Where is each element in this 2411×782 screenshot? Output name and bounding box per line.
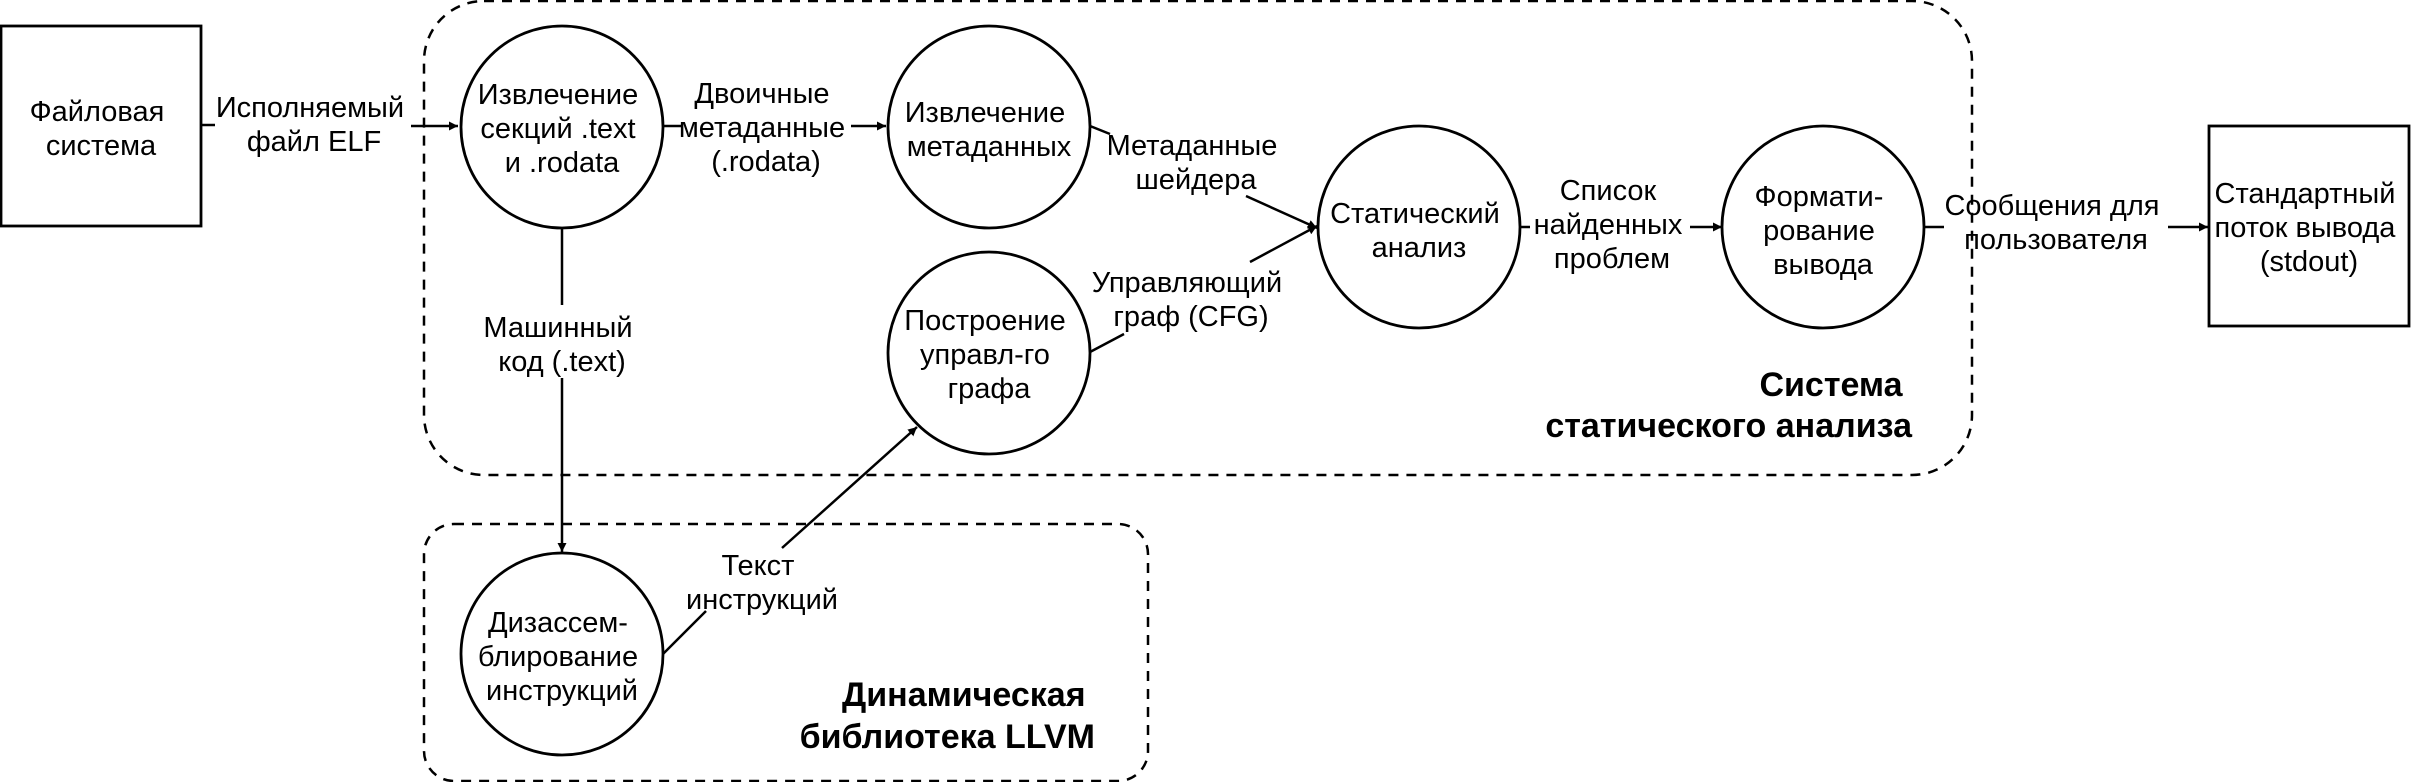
- edge-label-elf: Исполняемый файл ELF: [216, 92, 412, 158]
- edge-shader-metadata: Метаданные шейдера: [1089, 124, 1318, 230]
- edge-user-messages: Сообщения для пользователя: [1924, 190, 2208, 256]
- edge-label-problem-list: Список найденных проблем: [1534, 175, 1691, 275]
- node-label-extract-sections: Извлечение секций .text и .rodata: [478, 79, 647, 179]
- edge-cfg: Управляющий граф (CFG): [1089, 224, 1318, 354]
- edge-label-user-messages: Сообщения для пользователя: [1944, 190, 2167, 256]
- edge-instruction-text: Текст инструкций: [662, 426, 918, 655]
- node-file-system: Файловая система: [0, 24, 203, 228]
- edge-binary-metadata: Двоичные метаданные (.rodata): [663, 78, 886, 178]
- node-static-analysis: Статический анализ: [1316, 124, 1522, 330]
- edge-label-machine-code: Машинный код (.text): [483, 312, 640, 378]
- edge-problem-list: Список найденных проблем: [1520, 175, 1722, 275]
- edge-label-binary-metadata: Двоичные метаданные (.rodata): [679, 78, 853, 178]
- node-label-file-system: Файловая система: [30, 96, 173, 162]
- llvm-library-title: Динамическая библиотека LLVM: [800, 676, 1095, 756]
- node-cfg-build: Построение управл-го графа: [886, 250, 1092, 456]
- node-label-extract-metadata: Извлечение метаданных: [905, 97, 1074, 163]
- edge-label-shader-metadata: Метаданные шейдера: [1107, 130, 1286, 196]
- node-label-static-analysis: Статический анализ: [1330, 198, 1508, 264]
- node-extract-sections: Извлечение секций .text и .rodata: [459, 24, 665, 230]
- node-label-output-formatting: Формати- рование вывода: [1755, 181, 1892, 281]
- edge-machine-code: Машинный код (.text): [483, 228, 640, 552]
- node-label-disassembly: Дизассем- блирование инструкций: [478, 607, 646, 707]
- node-output-formatting: Формати- рование вывода: [1720, 124, 1926, 330]
- node-disassembly: Дизассем- блирование инструкций: [459, 551, 665, 757]
- node-stdout: Стандартный поток вывода (stdout): [2207, 124, 2411, 328]
- node-label-stdout: Стандартный поток вывода (stdout): [2215, 178, 2404, 278]
- node-label-cfg-build: Построение управл-го графа: [904, 305, 1074, 405]
- edge-label-instruction-text: Текст инструкций: [686, 550, 838, 616]
- edge-label-cfg: Управляющий граф (CFG): [1092, 267, 1291, 333]
- node-extract-metadata: Извлечение метаданных: [886, 24, 1092, 230]
- static-analysis-system-group: Система статического анализа: [422, 0, 1974, 477]
- edge-elf: Исполняемый файл ELF: [201, 92, 458, 158]
- static-analysis-system-title: Система статического анализа: [1545, 366, 1913, 445]
- llvm-library-group: Динамическая библиотека LLVM: [422, 522, 1150, 782]
